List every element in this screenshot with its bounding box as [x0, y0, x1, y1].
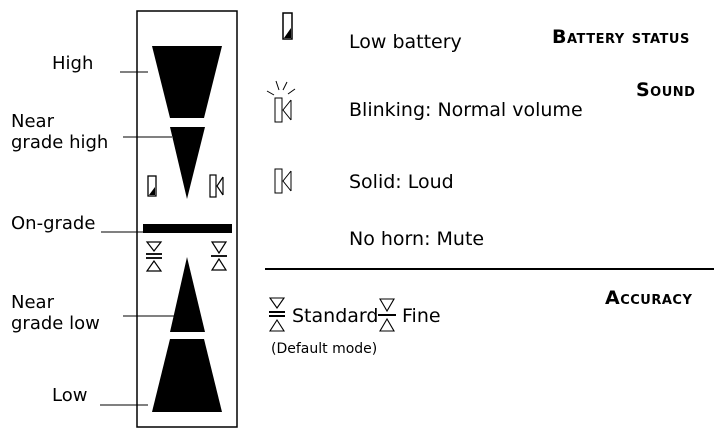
section-divider [265, 268, 714, 270]
battery-status-heading: Battery status [552, 26, 690, 48]
high-arrow [152, 46, 222, 118]
label-high: High [52, 53, 94, 74]
label-near-grade-high-line1: Near [11, 111, 54, 132]
accuracy-heading: Accuracy [605, 287, 693, 309]
blinking-horn-icon [266, 80, 296, 123]
accuracy-fine-text: Fine [402, 305, 441, 327]
battery-text: Low battery [349, 31, 462, 53]
low-arrow [152, 339, 222, 412]
near-grade-low-arrow [170, 257, 205, 332]
fine-accuracy-icon [378, 298, 396, 332]
label-near-grade-low-line2: grade low [11, 313, 100, 334]
accuracy-standard-text: Standard [292, 305, 379, 327]
sound-mute-text: No horn: Mute [349, 228, 485, 250]
label-near-grade-high-line2: grade high [11, 132, 109, 153]
label-near-grade-low-line1: Near [11, 292, 54, 313]
standard-accuracy-icon [268, 297, 286, 332]
default-mode-note: (Default mode) [271, 341, 378, 357]
on-grade-bar [143, 224, 232, 233]
sound-blinking-text: Blinking: Normal volume [349, 99, 583, 121]
display-fine-accuracy-icon [210, 241, 228, 271]
display-battery-icon [147, 175, 157, 197]
sound-solid-text: Solid: Loud [349, 171, 454, 193]
leader-lines [100, 71, 180, 406]
label-low: Low [52, 385, 88, 406]
low-battery-icon [282, 12, 293, 40]
sound-heading: Sound [636, 79, 696, 101]
display-horn-icon [209, 174, 224, 198]
label-on-grade: On-grade [11, 213, 96, 234]
near-grade-high-arrow [170, 127, 205, 199]
display-frame [136, 10, 238, 428]
display-standard-accuracy-icon [145, 241, 163, 272]
horn-icon [274, 168, 292, 194]
